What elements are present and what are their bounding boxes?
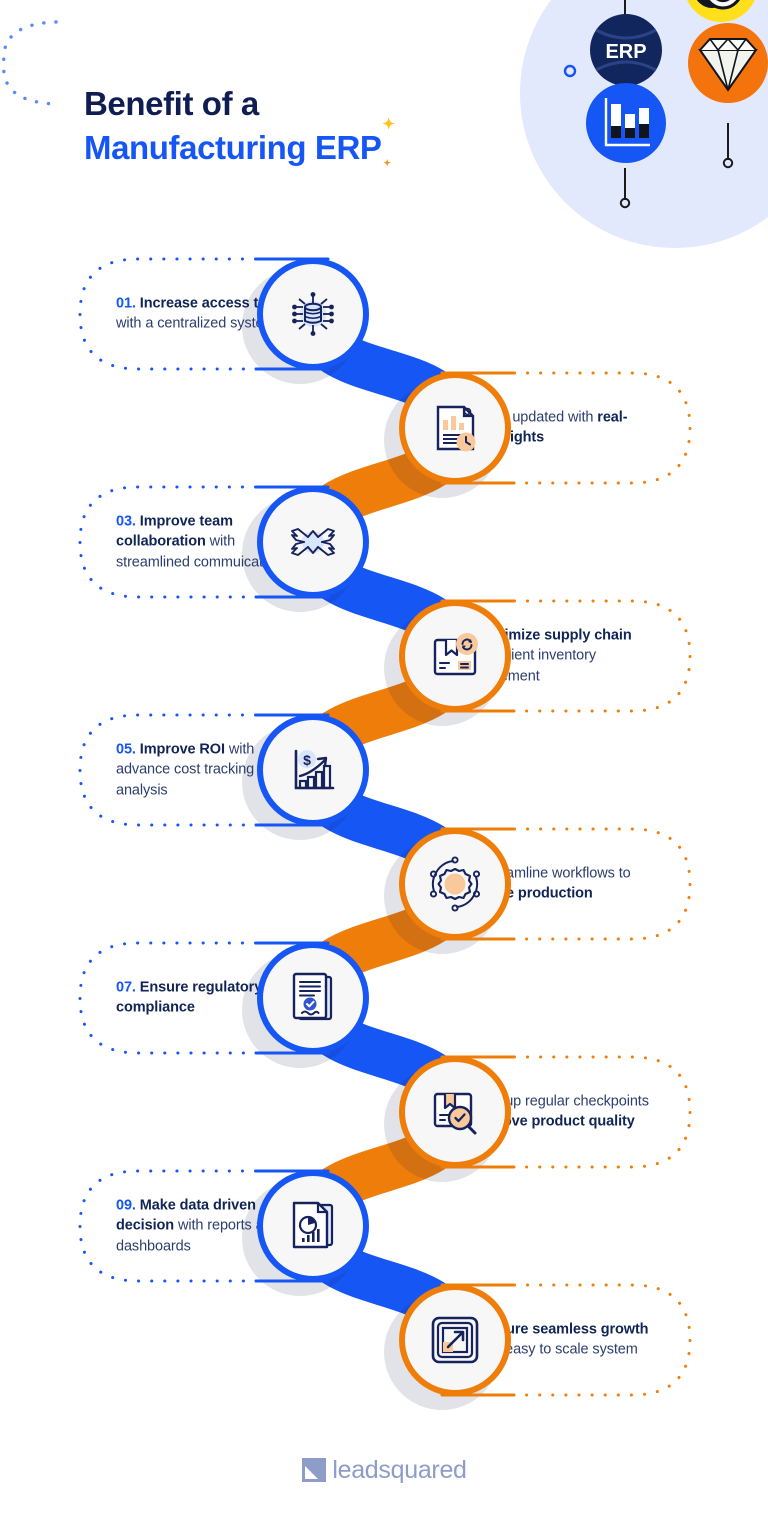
benefit-number-09: 09. xyxy=(116,1197,140,1214)
benefit-number-07: 07. xyxy=(116,979,140,996)
quality-inspect-icon xyxy=(433,1092,477,1135)
benefit-number-03: 03. xyxy=(116,513,140,530)
benefit-node-01[interactable] xyxy=(257,258,369,370)
brand-name: leadsquared xyxy=(332,1455,467,1484)
benefit-node-02[interactable] xyxy=(399,372,511,484)
certificate-check-icon xyxy=(292,972,333,1021)
report-clock-icon xyxy=(436,405,476,452)
coin-badge: $ xyxy=(687,0,755,22)
footer: leadsquared xyxy=(0,1456,768,1489)
benefit-node-09[interactable] xyxy=(257,1170,369,1282)
gem-badge xyxy=(688,23,768,103)
header-illustration: $ ERP xyxy=(520,0,768,248)
benefit-text-09: 09. Make data driven decision with repor… xyxy=(116,1197,280,1255)
leadsquared-mark-icon xyxy=(302,1458,327,1482)
benefit-node-05[interactable]: $ xyxy=(257,714,369,826)
benefit-label-08[interactable]: 08. Set up regular checkpoints to improv… xyxy=(398,1053,694,1171)
benefit-text-07: 07. Ensure regulatory compliance xyxy=(116,979,263,1016)
header-backdrop xyxy=(520,0,768,248)
svg-text:$: $ xyxy=(303,752,311,768)
benefit-node-06[interactable] xyxy=(399,828,511,940)
benefit-node-04[interactable] xyxy=(399,600,511,712)
workflow-gear-icon xyxy=(429,856,481,912)
brand-logo[interactable]: leadsquared xyxy=(301,1455,467,1485)
benefit-node-07[interactable] xyxy=(257,942,369,1054)
benefit-number-05: 05. xyxy=(116,741,140,758)
page-title: Benefit of a Manufacturing ERP ✦ ✦ xyxy=(84,82,524,169)
sparkle-top-icon: ✦ xyxy=(382,115,395,133)
benefit-label-09[interactable]: 09. Make data driven decision with repor… xyxy=(76,1167,372,1285)
benefit-text-05: 05. Improve ROI with advance cost tracki… xyxy=(116,741,282,799)
benefit-text-03: 03. Improve team collaboration with stre… xyxy=(116,513,283,571)
chart-badge xyxy=(586,83,666,163)
erp-badge: ERP xyxy=(590,14,662,86)
corner-dot-arc-icon xyxy=(2,20,58,106)
benefit-label-05[interactable]: 05. Improve ROI with advance cost tracki… xyxy=(76,711,372,829)
title-line-1: Benefit of a xyxy=(84,85,259,122)
sparkle-bottom-icon: ✦ xyxy=(383,158,391,169)
growth-dollar-chart-icon: $ xyxy=(294,749,335,790)
supply-box-sync-icon xyxy=(433,633,478,676)
erp-badge-label: ERP xyxy=(605,41,646,63)
benefit-node-03[interactable] xyxy=(257,486,369,598)
benefit-node-08[interactable] xyxy=(399,1056,511,1168)
teamwork-hands-icon xyxy=(291,528,335,556)
scale-expand-icon xyxy=(431,1316,479,1364)
benefit-node-10[interactable] xyxy=(399,1284,511,1396)
report-dashboard-icon xyxy=(292,1201,334,1249)
title-line-2: Manufacturing ERP ✦ ✦ xyxy=(84,117,395,170)
database-network-icon xyxy=(292,292,334,336)
benefit-number-01: 01. xyxy=(116,295,140,312)
title-line-2-text: Manufacturing ERP xyxy=(84,128,382,166)
benefit-label-03[interactable]: 03. Improve team collaboration with stre… xyxy=(76,483,372,601)
benefits-flow: 01. Increase access to data with a centr… xyxy=(0,236,768,1416)
